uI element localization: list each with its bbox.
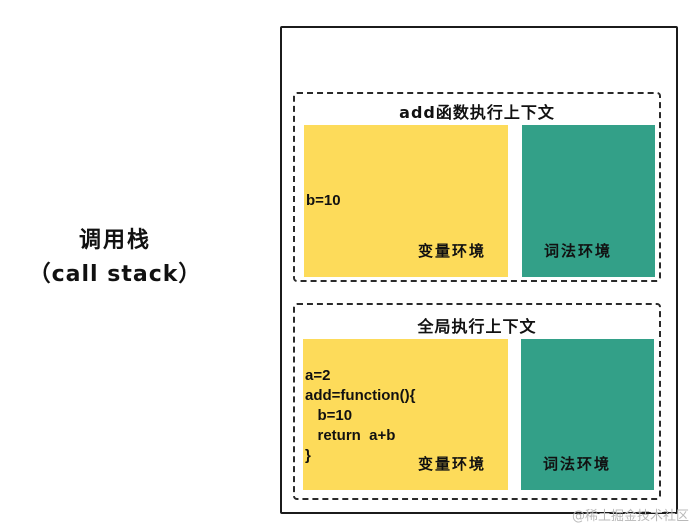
code-line: b=10 bbox=[306, 192, 341, 209]
add-variable-environment: b=10 变量环境 bbox=[304, 125, 508, 277]
code-line: add=function(){ bbox=[305, 387, 416, 404]
call-stack-label: 调用栈 （call stack） bbox=[0, 224, 230, 292]
global-context-title: 全局执行上下文 bbox=[417, 317, 537, 336]
code-line: } bbox=[305, 447, 311, 464]
code-line: return a+b bbox=[305, 427, 396, 444]
watermark: @稀土掘金技术社区 bbox=[571, 509, 689, 524]
add-variable-env-label: 变量环境 bbox=[417, 242, 486, 260]
add-lexical-env-label: 词法环境 bbox=[544, 242, 613, 260]
call-stack-title: 调用栈 bbox=[78, 228, 151, 253]
global-lexical-environment: 词法环境 bbox=[521, 339, 654, 490]
global-lexical-env-label: 词法环境 bbox=[543, 455, 612, 473]
add-variable-code: b=10 bbox=[306, 191, 341, 211]
add-lexical-environment: 词法环境 bbox=[522, 125, 655, 277]
call-stack-subtitle: （call stack） bbox=[28, 262, 202, 287]
add-execution-context: add函数执行上下文 bbox=[293, 92, 661, 282]
global-variable-code: a=2 add=function(){ b=10 return a+b} bbox=[305, 366, 415, 466]
call-stack-container bbox=[280, 26, 678, 514]
global-variable-environment: a=2 add=function(){ b=10 return a+b} 变量环境 bbox=[303, 339, 508, 490]
code-line: b=10 bbox=[305, 407, 353, 424]
code-line: a=2 bbox=[305, 367, 331, 384]
global-execution-context: 全局执行上下文 bbox=[293, 303, 661, 500]
global-variable-env-label: 变量环境 bbox=[417, 455, 486, 473]
add-context-title: add函数执行上下文 bbox=[399, 103, 555, 122]
